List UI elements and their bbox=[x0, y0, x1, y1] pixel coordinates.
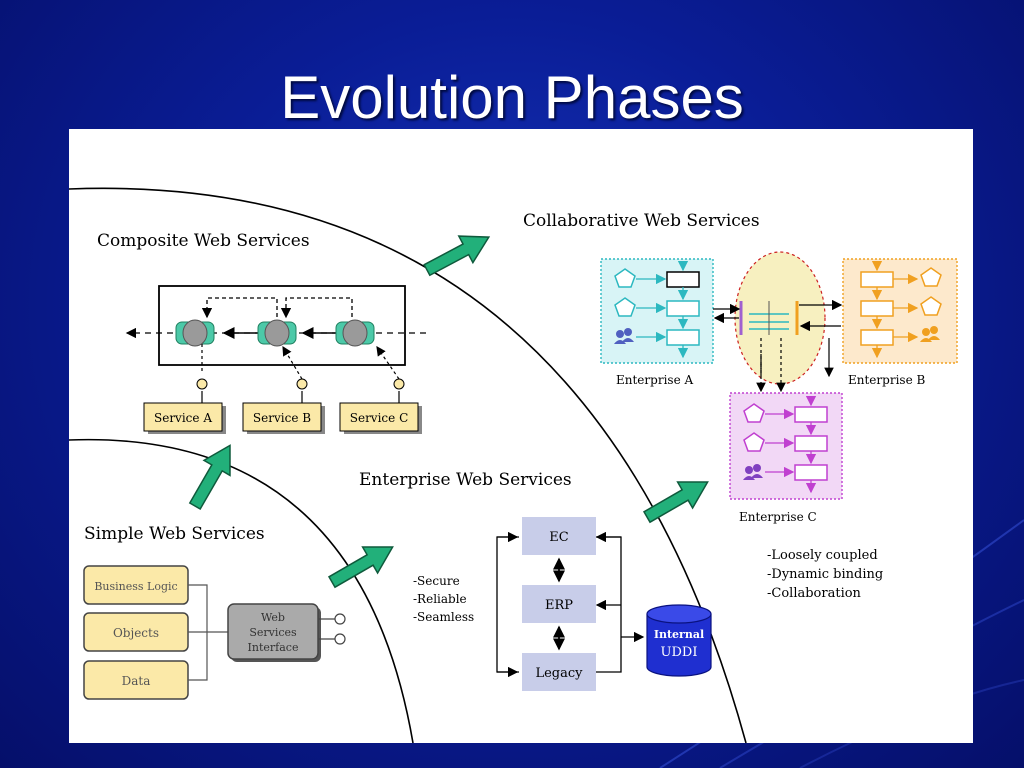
evolution-arrow-icon bbox=[423, 235, 491, 277]
enterprise-a-panel bbox=[600, 258, 714, 364]
service-node-icon bbox=[175, 319, 215, 347]
hub-connector-icon bbox=[739, 301, 799, 335]
service-a-box: Service A bbox=[143, 402, 226, 434]
svg-text:Service A: Service A bbox=[154, 411, 212, 425]
evolution-arrow-icon bbox=[642, 481, 709, 524]
svg-text:Services: Services bbox=[249, 626, 297, 639]
inner-phase-arc bbox=[69, 438, 414, 743]
collab-feature: -Collaboration bbox=[767, 586, 862, 601]
web-services-interface-box: Web Services Interface bbox=[227, 603, 321, 662]
service-port-icon bbox=[196, 378, 208, 390]
people-icon bbox=[743, 464, 763, 480]
svg-text:Data: Data bbox=[122, 674, 151, 688]
enterprise-heading: Enterprise Web Services bbox=[359, 470, 572, 490]
enterprise-c-label: Enterprise C bbox=[739, 510, 817, 524]
layer-ec-box: EC bbox=[522, 517, 596, 555]
collab-feature: -Loosely coupled bbox=[767, 548, 878, 563]
collab-feature: -Dynamic binding bbox=[767, 567, 883, 582]
enterprise-feature: -Secure bbox=[413, 574, 460, 588]
enterprise-feature: -Reliable bbox=[413, 592, 467, 606]
slide-title: Evolution Phases bbox=[280, 64, 744, 131]
pentagon-icon bbox=[920, 296, 942, 316]
pentagon-icon bbox=[920, 267, 942, 287]
people-icon bbox=[920, 326, 940, 342]
enterprise-b-panel bbox=[842, 258, 958, 364]
svg-text:UDDI: UDDI bbox=[661, 645, 698, 660]
enterprise-a-label: Enterprise A bbox=[616, 373, 693, 387]
diagram-canvas: Composite Web Services Service A Service… bbox=[69, 187, 958, 743]
collaboration-hub bbox=[734, 251, 826, 385]
enterprise-b-label: Enterprise B bbox=[848, 373, 925, 387]
svg-text:Interface: Interface bbox=[248, 641, 299, 654]
layer-erp-box: ERP bbox=[522, 585, 596, 623]
service-c-box: Service C bbox=[339, 402, 422, 434]
pentagon-icon bbox=[743, 403, 765, 423]
svg-text:Service C: Service C bbox=[350, 411, 409, 425]
svg-text:ERP: ERP bbox=[545, 598, 573, 613]
svg-text:Legacy: Legacy bbox=[535, 666, 583, 681]
collaborative-heading: Collaborative Web Services bbox=[523, 211, 760, 231]
uddi-database-icon: Internal UDDI bbox=[646, 604, 712, 677]
enterprise-feature: -Seamless bbox=[413, 610, 474, 624]
svg-text:Internal: Internal bbox=[654, 628, 704, 641]
service-node-icon bbox=[257, 319, 297, 347]
service-b-box: Service B bbox=[242, 402, 325, 434]
service-node-icon bbox=[335, 319, 375, 347]
svg-text:Business Logic: Business Logic bbox=[94, 580, 177, 593]
svg-text:Service B: Service B bbox=[253, 411, 311, 425]
service-port-icon bbox=[393, 378, 405, 390]
svg-text:EC: EC bbox=[549, 530, 568, 545]
layer-legacy-box: Legacy bbox=[522, 653, 596, 691]
enterprise-c-panel bbox=[729, 392, 843, 500]
people-icon bbox=[614, 328, 634, 344]
svg-text:Objects: Objects bbox=[113, 626, 159, 640]
service-port-icon bbox=[296, 378, 308, 390]
business-logic-box: Business Logic bbox=[83, 565, 189, 605]
pentagon-icon bbox=[743, 432, 765, 452]
interface-port-icon bbox=[334, 613, 346, 625]
simple-heading: Simple Web Services bbox=[84, 524, 265, 544]
pentagon-icon bbox=[614, 297, 636, 317]
evolution-arrow-icon bbox=[327, 546, 394, 589]
data-box: Data bbox=[83, 660, 189, 700]
objects-box: Objects bbox=[83, 612, 189, 652]
evolution-diagram: Composite Web Services Service A Service… bbox=[69, 129, 973, 743]
outer-phase-arc bbox=[69, 187, 747, 743]
svg-text:Web: Web bbox=[261, 611, 285, 624]
evolution-arrow-icon bbox=[188, 444, 231, 511]
composite-heading: Composite Web Services bbox=[97, 231, 310, 251]
interface-port-icon bbox=[334, 633, 346, 645]
pentagon-icon bbox=[614, 268, 636, 288]
